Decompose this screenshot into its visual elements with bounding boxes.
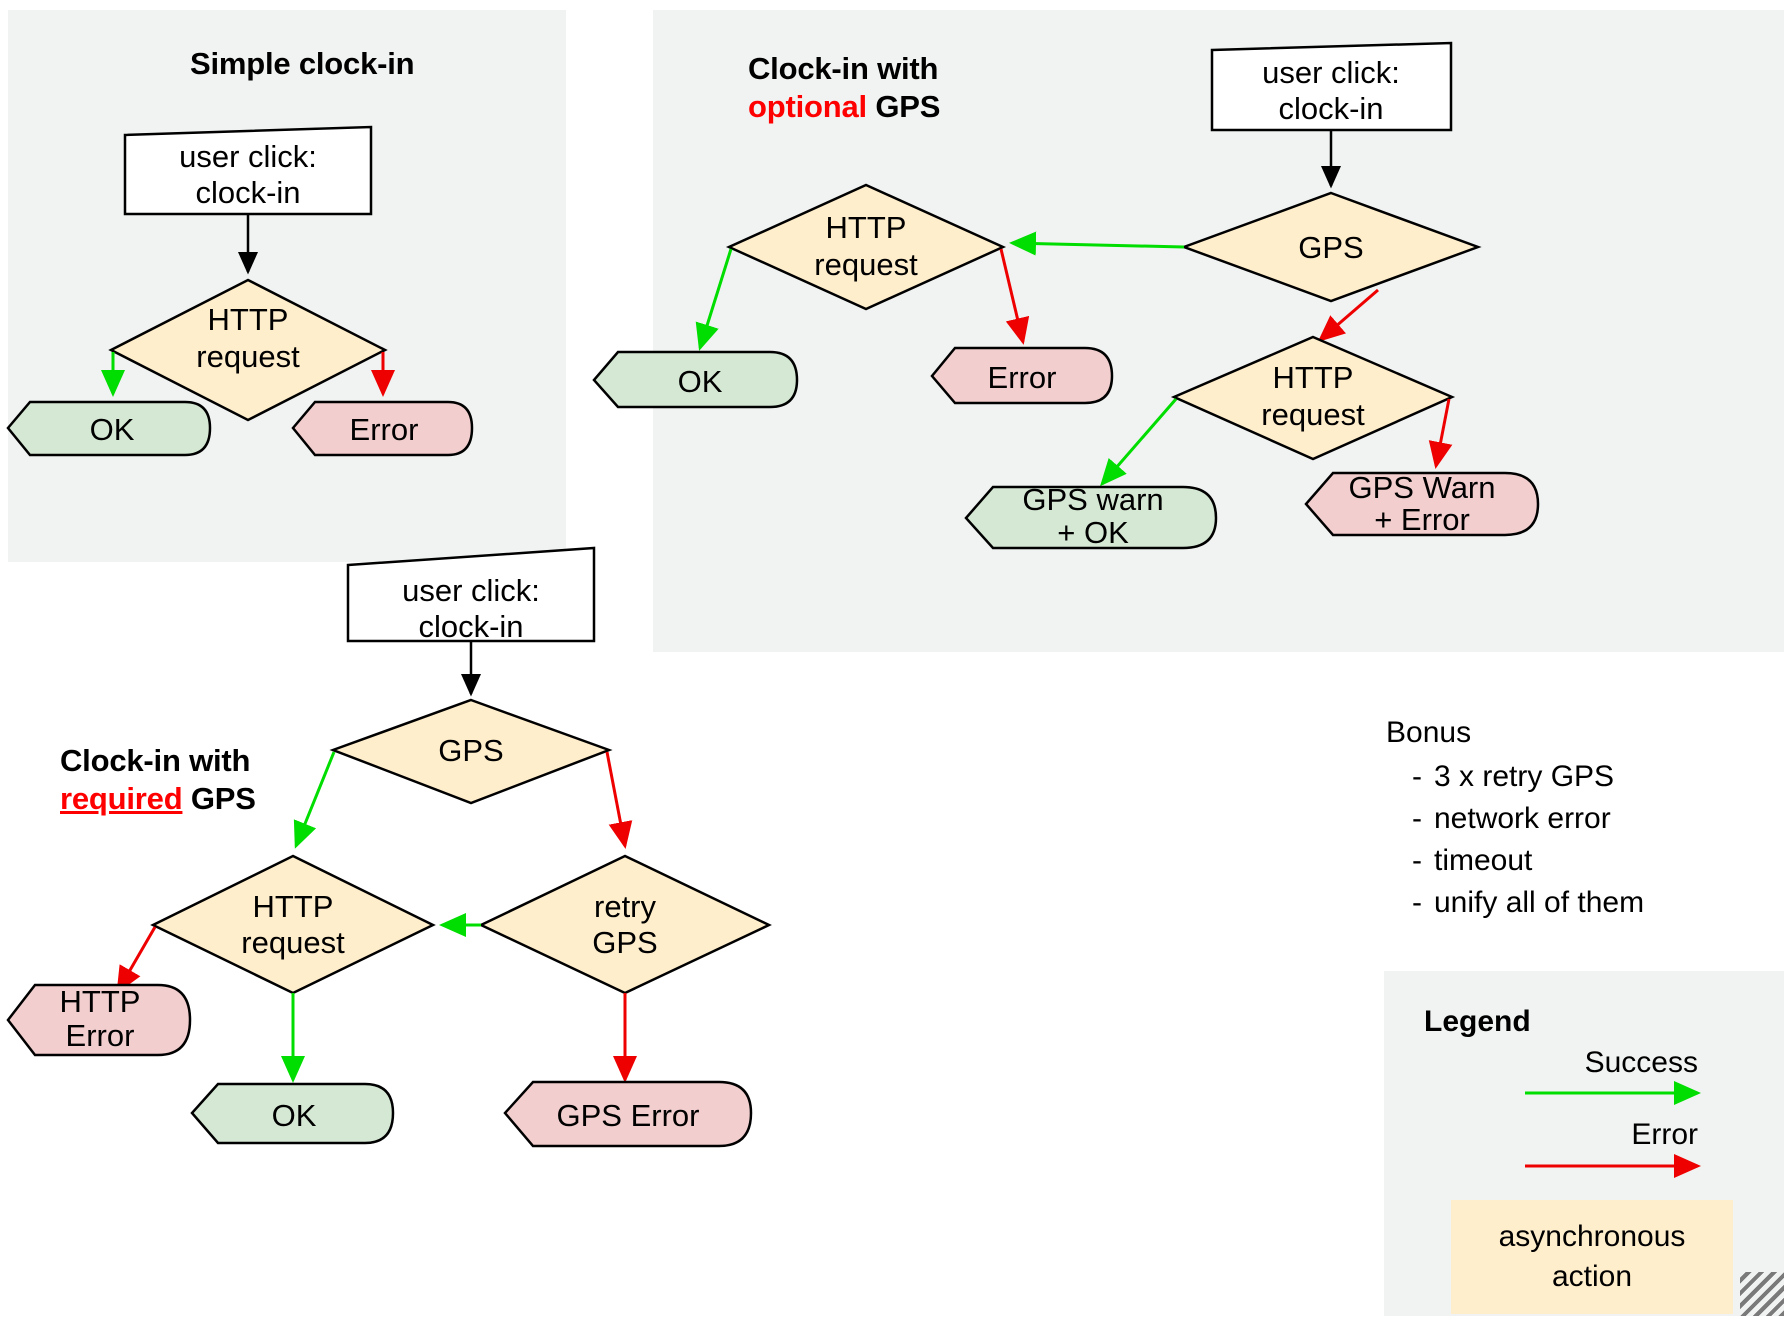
node-optional-http-fb-line2: request [1261, 397, 1365, 432]
panel-title-optional-emphasis: optional [748, 89, 867, 124]
node-required-ok-label: OK [272, 1098, 317, 1133]
node-simple-http-line1: HTTP [208, 302, 289, 337]
panel-title-simple-text: Simple clock-in [190, 46, 415, 81]
panel-title-required-gps: Clock-in with required GPS [60, 742, 256, 818]
node-required-retry-gps[interactable]: retry GPS [478, 854, 772, 995]
panel-title-optional-line1: Clock-in with [748, 51, 939, 86]
node-required-gps[interactable]: GPS [329, 698, 613, 805]
node-simple-ok-label: OK [90, 412, 135, 447]
legend-success-label: Success [1584, 1046, 1698, 1079]
legend-error-label: Error [1631, 1118, 1698, 1151]
bonus-item-label: 3 x retry GPS [1434, 760, 1615, 793]
node-simple-http-line2: request [196, 339, 300, 374]
legend-title: Legend [1424, 1005, 1531, 1038]
node-optional-http-request-fallback[interactable]: HTTP request [1170, 335, 1456, 461]
edge-optional-http-to-ok [695, 248, 733, 351]
edge-optional-gps-error-to-http [1317, 288, 1379, 342]
edge-optional-gps-success-to-http [1009, 231, 1185, 256]
bonus-item: - network error [1386, 798, 1784, 840]
node-optional-start-line1: user click: [1262, 55, 1400, 90]
legend-async-action-swatch: asynchronous action [1451, 1200, 1733, 1314]
node-required-http-error-line1: HTTP [60, 984, 141, 1019]
node-optional-start[interactable]: user click: clock-in [1210, 41, 1453, 132]
node-required-http-line1: HTTP [253, 889, 334, 924]
node-optional-http-line2: request [814, 247, 918, 282]
bonus-item: - 3 x retry GPS [1386, 756, 1784, 798]
panel-title-optional-gps: Clock-in with optional GPS [748, 50, 940, 126]
node-optional-gps-warn-error[interactable]: GPS Warn + Error [1304, 470, 1540, 537]
node-required-http-error[interactable]: HTTP Error [6, 983, 192, 1057]
node-simple-error-label: Error [350, 412, 419, 447]
node-simple-start[interactable]: user click: clock-in [123, 125, 373, 216]
legend-async-action-label: asynchronous action [1498, 1220, 1686, 1293]
panel-title-required-line2-rest: GPS [182, 781, 256, 816]
node-required-start-line2: clock-in [418, 609, 523, 644]
edge-optional-http-to-error [999, 248, 1030, 345]
node-required-gps-error-label: GPS Error [557, 1098, 700, 1133]
bonus-item-label: timeout [1434, 844, 1533, 877]
node-optional-gps-warn-error-line2: + Error [1374, 502, 1470, 537]
node-required-http-request[interactable]: HTTP request [150, 854, 436, 995]
node-optional-gps[interactable]: GPS [1180, 191, 1482, 303]
node-simple-start-line1: user click: [179, 139, 317, 174]
node-simple-http-request[interactable]: HTTP request [108, 278, 388, 422]
node-optional-http-line1: HTTP [826, 210, 907, 245]
panel-title-optional-line2-rest: GPS [866, 89, 941, 124]
node-optional-http-request[interactable]: HTTP request [725, 183, 1007, 311]
bonus-item: - timeout [1386, 840, 1784, 882]
node-optional-start-line2: clock-in [1278, 91, 1383, 126]
node-required-gps-label: GPS [438, 733, 503, 768]
node-required-retry-line2: GPS [592, 925, 657, 960]
edge-optional-http-fb-to-gpswarn-ok [1100, 398, 1178, 487]
node-simple-start-line2: clock-in [195, 175, 300, 210]
node-required-http-error-line2: Error [66, 1018, 135, 1053]
node-required-retry-line1: retry [594, 889, 657, 924]
node-required-start-line1: user click: [402, 573, 540, 608]
node-simple-ok[interactable]: OK [6, 400, 212, 457]
edge-required-http-to-http-error [116, 926, 157, 994]
node-optional-error[interactable]: Error [930, 346, 1114, 405]
node-required-ok[interactable]: OK [190, 1082, 395, 1145]
bonus-bullet: - [1412, 844, 1422, 877]
node-required-gps-error[interactable]: GPS Error [503, 1080, 753, 1148]
panel-background-simple [8, 10, 566, 562]
panel-title-simple: Simple clock-in [190, 45, 550, 83]
edge-optional-http-fb-to-gpswarn-error [1428, 398, 1453, 469]
node-optional-error-label: Error [988, 360, 1057, 395]
node-optional-gps-warn-ok-line2: + OK [1057, 515, 1129, 550]
node-required-start[interactable]: user click: clock-in [346, 546, 596, 644]
bonus-bullet: - [1412, 802, 1422, 835]
node-optional-gps-warn-error-line1: GPS Warn [1349, 470, 1496, 505]
edge-required-gps-error-to-retry [605, 751, 633, 849]
node-optional-gps-label: GPS [1298, 230, 1363, 265]
bonus-item-label: unify all of them [1434, 886, 1645, 919]
bonus-heading: Bonus [1386, 716, 1472, 749]
bonus-item: - unify all of them [1386, 882, 1784, 924]
bonus-bullet: - [1412, 760, 1422, 793]
resize-handle-icon[interactable] [1740, 1272, 1784, 1316]
bonus-list: Bonus - 3 x retry GPS - network error - … [1386, 712, 1784, 924]
node-simple-error[interactable]: Error [291, 400, 474, 457]
bonus-bullet: - [1412, 886, 1422, 919]
panel-title-required-emphasis: required [60, 781, 183, 816]
node-optional-gps-warn-ok[interactable]: GPS warn + OK [964, 482, 1218, 550]
edge-required-gps-success-to-http [293, 751, 336, 849]
bonus-item-label: network error [1434, 802, 1611, 835]
node-required-http-line2: request [241, 925, 345, 960]
node-optional-http-fb-line1: HTTP [1273, 360, 1354, 395]
panel-title-required-line1: Clock-in with [60, 743, 251, 778]
node-optional-ok[interactable]: OK [592, 350, 799, 409]
node-optional-ok-label: OK [678, 364, 723, 399]
node-optional-gps-warn-ok-line1: GPS warn [1022, 482, 1163, 517]
